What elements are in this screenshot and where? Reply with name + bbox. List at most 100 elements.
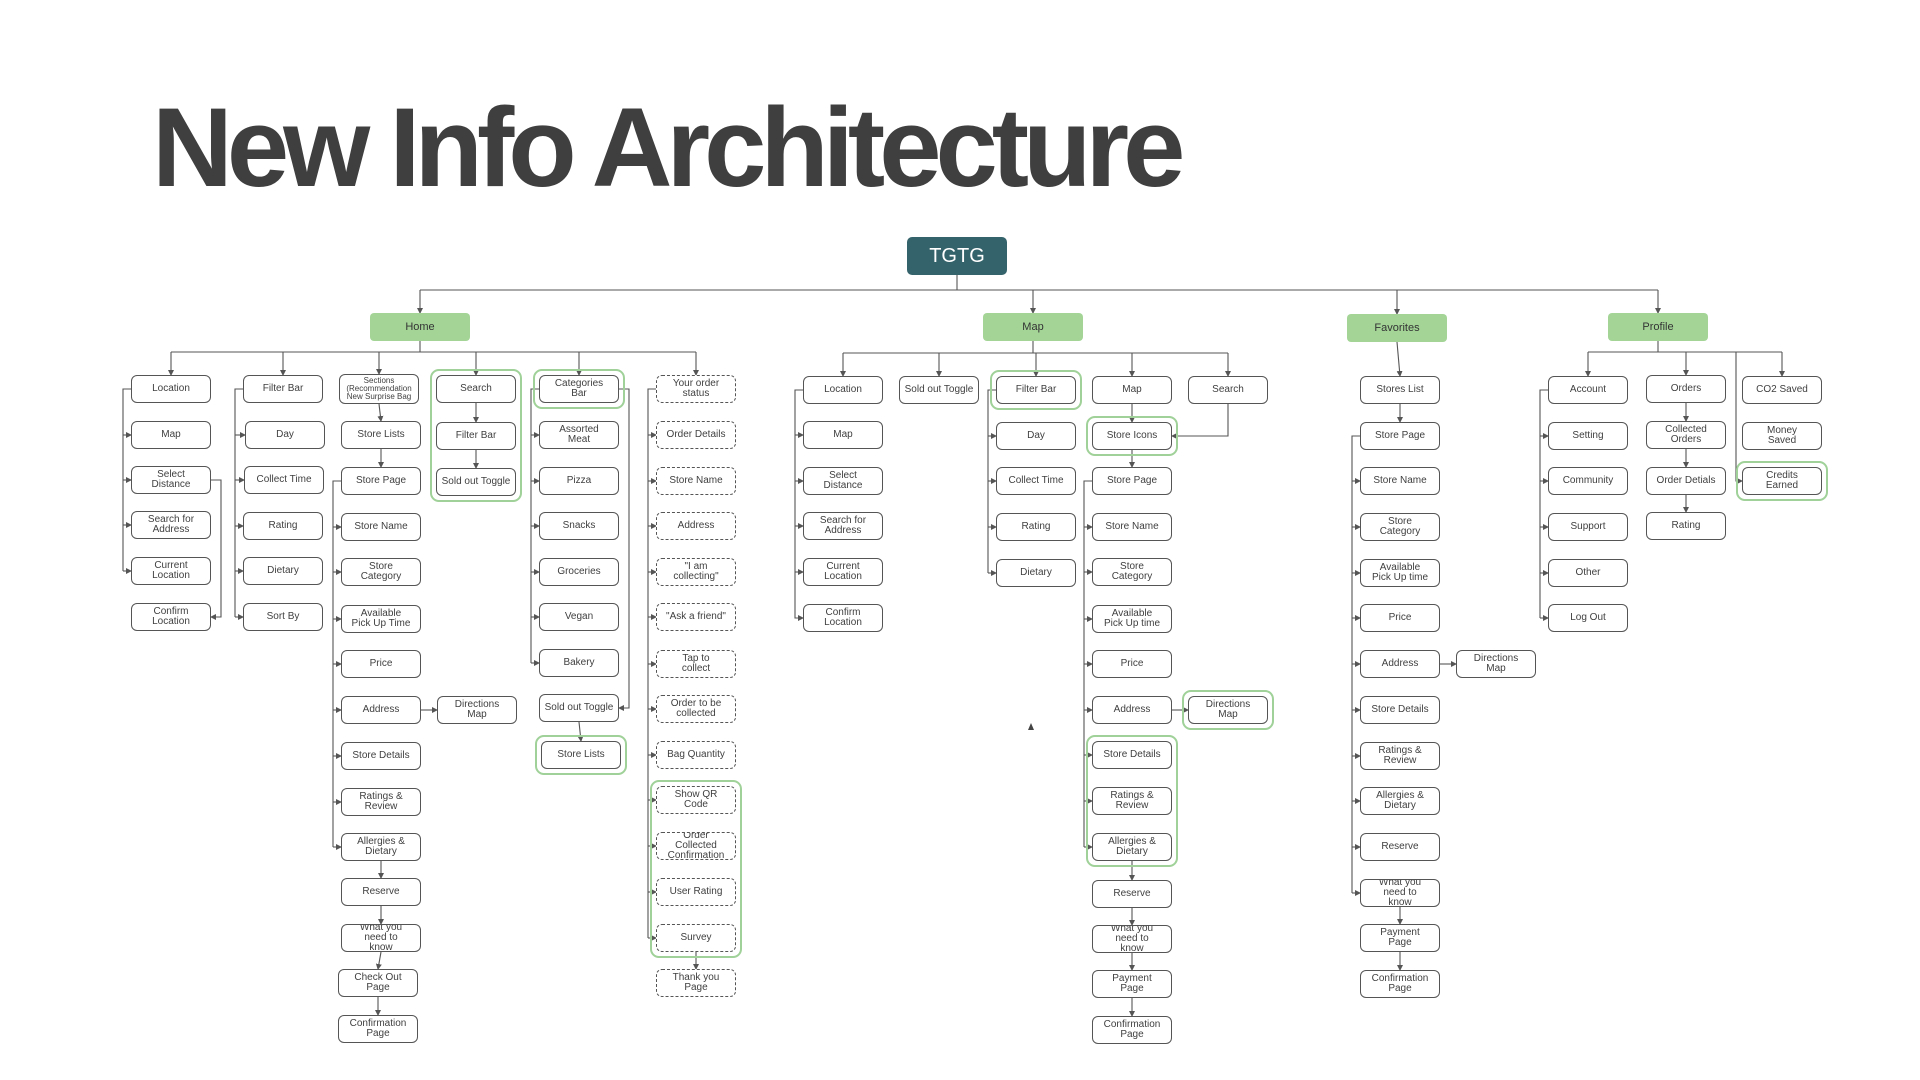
node-h-dietary: Dietary — [243, 557, 323, 585]
node-p-setting: Setting — [1548, 422, 1628, 450]
node-f-store-details: Store Details — [1360, 696, 1440, 724]
node-h-cat-sold-out: Sold out Toggle — [539, 694, 619, 722]
node-h-search-sold-out: Sold out Toggle — [436, 468, 516, 496]
connector — [794, 389, 803, 572]
connector — [794, 572, 804, 621]
node-m-price: Price — [1092, 650, 1172, 678]
node-p-co2-saved: CO2 Saved — [1742, 376, 1822, 404]
node-h-cat-store-lists: Store Lists — [541, 741, 621, 769]
node-f-store-category: Store Category — [1360, 513, 1440, 541]
node-h-reserve: Reserve — [341, 878, 421, 906]
node-f-store-name: Store Name — [1360, 467, 1440, 495]
node-h-day: Day — [245, 421, 325, 449]
connector — [618, 388, 630, 711]
node-h-address: Address — [341, 696, 421, 724]
node-p-credits-earned: Credits Earned — [1742, 467, 1822, 495]
node-m-reserve: Reserve — [1092, 880, 1172, 908]
node-h-search-address: Search for Address — [131, 511, 211, 539]
node-profile: Profile — [1608, 313, 1708, 341]
node-f-address: Address — [1360, 650, 1440, 678]
node-f-confirmation: Confirmation Page — [1360, 970, 1440, 998]
node-o-tap-to-collect: Tap to collect — [656, 650, 736, 678]
node-h-pizza: Pizza — [539, 467, 619, 495]
node-m-current-location: Current Location — [803, 558, 883, 586]
connector — [577, 721, 584, 742]
node-h-confirmation: Confirmation Page — [338, 1015, 418, 1043]
node-m-select-distance: Select Distance — [803, 467, 883, 495]
node-m-map: Map — [803, 421, 883, 449]
node-h-checkout: Check Out Page — [338, 969, 418, 997]
node-p-orders: Orders — [1646, 375, 1726, 403]
connector — [332, 480, 341, 847]
node-m-collect-time: Collect Time — [996, 467, 1076, 495]
node-o-address: Address — [656, 512, 736, 540]
node-h-what-you-need: What you need to know — [341, 924, 421, 952]
connector — [1735, 352, 1743, 484]
node-m-search: Search — [1188, 376, 1268, 404]
node-m-dietary: Dietary — [996, 559, 1076, 587]
node-h-sections: Sections (Recommendation New Surprise Ba… — [339, 374, 419, 404]
node-p-rating: Rating — [1646, 512, 1726, 540]
node-f-price: Price — [1360, 604, 1440, 632]
node-m-store-category: Store Category — [1092, 558, 1172, 586]
connector — [375, 951, 382, 970]
node-h-available-pickup: Available Pick Up Time — [341, 605, 421, 633]
node-f-stores-list: Stores List — [1360, 376, 1440, 404]
node-o-bag-quantity: Bag Quantity — [656, 741, 736, 769]
node-h-collect-time: Collect Time — [244, 466, 324, 494]
node-h-search-filter-bar: Filter Bar — [436, 422, 516, 450]
connector — [1171, 404, 1229, 439]
node-p-account: Account — [1548, 376, 1628, 404]
node-m-search-address: Search for Address — [803, 512, 883, 540]
node-o-survey: Survey — [656, 924, 736, 952]
node-h-store-category: Store Category — [341, 558, 421, 586]
node-p-logout: Log Out — [1548, 604, 1628, 632]
node-h-snacks: Snacks — [539, 512, 619, 540]
node-m-payment: Payment Page — [1092, 970, 1172, 998]
node-p-money-saved: Money Saved — [1742, 422, 1822, 450]
node-o-ask-a-friend: "Ask a friend" — [656, 603, 736, 631]
node-favorites: Favorites — [1347, 314, 1447, 342]
node-o-store-name: Store Name — [656, 467, 736, 495]
node-m-confirm-location: Confirm Location — [803, 604, 883, 632]
node-root: TGTG — [907, 237, 1007, 275]
node-m-ratings-review: Ratings & Review — [1092, 787, 1172, 815]
node-o-order-collected: Order Collected Confirmation — [656, 832, 736, 860]
node-f-available-pickup: Available Pick Up time — [1360, 559, 1440, 587]
node-o-i-am-collecting: "I am collecting" — [656, 558, 736, 586]
node-o-thank-you: Thank you Page — [656, 969, 736, 997]
node-f-allergies: Allergies & Dietary — [1360, 787, 1440, 815]
node-h-store-name: Store Name — [341, 513, 421, 541]
connector — [234, 388, 243, 617]
node-h-map: Map — [131, 421, 211, 449]
node-m-rating: Rating — [996, 513, 1076, 541]
node-m-location: Location — [803, 376, 883, 404]
node-map: Map — [983, 313, 1083, 341]
node-o-show-qr: Show QR Code — [656, 786, 736, 814]
connector — [1083, 480, 1092, 847]
node-m-store-details: Store Details — [1092, 741, 1172, 769]
node-o-order-details: Order Details — [656, 421, 736, 449]
connector — [1351, 435, 1360, 893]
node-m-filter-bar: Filter Bar — [996, 376, 1076, 404]
node-h-store-lists: Store Lists — [341, 421, 421, 449]
connector — [987, 389, 996, 573]
node-m-allergies: Allergies & Dietary — [1092, 833, 1172, 861]
node-h-store-page: Store Page — [341, 467, 421, 495]
node-h-rating: Rating — [243, 512, 323, 540]
node-p-order-details: Order Detials — [1646, 467, 1726, 495]
node-f-directions-map: Directions Map — [1456, 650, 1536, 678]
mouse-cursor-icon — [1028, 723, 1034, 730]
node-h-bakery: Bakery — [539, 649, 619, 677]
node-p-support: Support — [1548, 513, 1628, 541]
node-home: Home — [370, 313, 470, 341]
node-f-ratings-review: Ratings & Review — [1360, 742, 1440, 770]
connector — [1396, 341, 1403, 377]
connector — [122, 388, 131, 571]
connector — [1539, 389, 1548, 618]
node-o-order-to-be-collected: Order to be collected — [656, 695, 736, 723]
node-m-confirmation: Confirmation Page — [1092, 1016, 1172, 1044]
node-h-store-details: Store Details — [341, 742, 421, 770]
node-h-categories-bar: Categories Bar — [539, 375, 619, 403]
